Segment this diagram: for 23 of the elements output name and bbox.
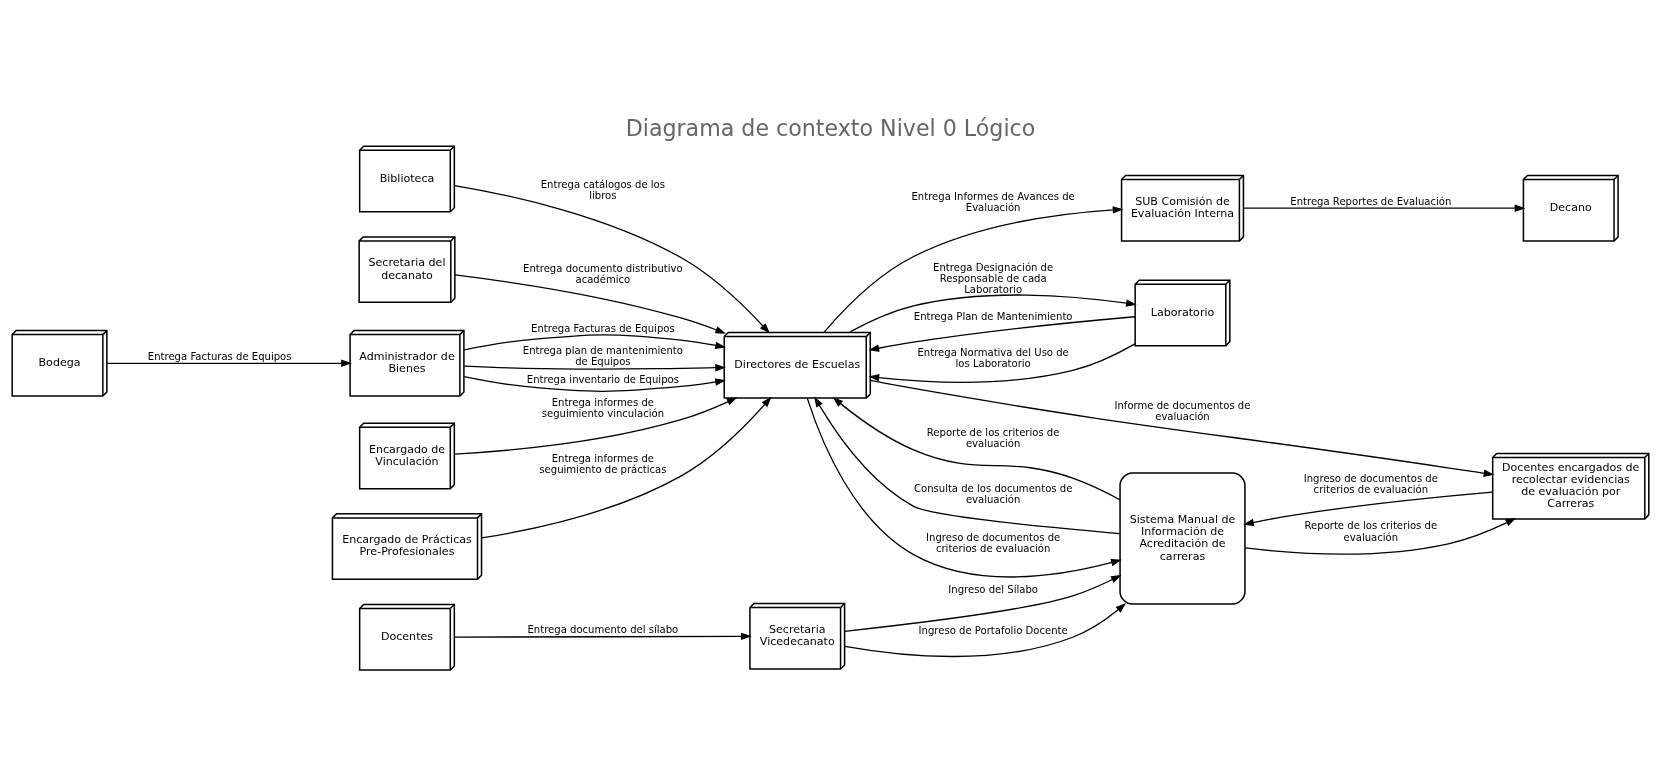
edge-label: Ingreso de documentos de criterios de evaluación [1303, 473, 1438, 496]
edge-label: Entrega inventario de Equipos [526, 374, 679, 386]
edge-label: Entrega plan de mantenimiento de Equipos [522, 345, 683, 368]
edge-label: Entrega catálogos de los libros [540, 179, 666, 202]
edge-label: Ingreso del Sílabo [948, 583, 1039, 595]
edge-label: Reporte de los criterios de evaluación [926, 426, 1060, 449]
edge-label: Entrega Reportes de Evaluación [1290, 196, 1452, 208]
edge-label: Entrega Informes de Avances de Evaluación [911, 191, 1075, 214]
edge-label: Consulta de los documentos de evaluación [913, 483, 1073, 506]
edge-label: Entrega Plan de Mantenimiento [913, 310, 1073, 322]
edge-label: Ingreso de documentos de criterios de evaluación [926, 531, 1061, 554]
edge-label: Entrega informes de seguimiento de prácticas [539, 453, 667, 476]
edge-label: Entrega informes de seguimiento vinculación [541, 396, 665, 419]
edge-label: Reporte de los criterios de evaluación [1304, 520, 1438, 543]
edge-label: Entrega Designación de Responsable de cada Laboratorio [933, 261, 1054, 295]
edge-label: Ingreso de Portafolio Docente [918, 625, 1068, 637]
edge-label: Entrega documento del sílabo [527, 624, 679, 636]
edge-label: Entrega documento distributivo académico [523, 262, 683, 285]
edge-label: Entrega Facturas de Equipos [147, 351, 292, 363]
edge-label: Informe de documentos de evaluación [1114, 399, 1251, 422]
edge-label: Entrega Facturas de Equipos [531, 323, 675, 335]
diagram-title: Diagrama de contexto Nivel 0 Lógico [625, 114, 1036, 141]
edge-label: Entrega Normativa del Uso de los Laboratorio [917, 347, 1069, 370]
